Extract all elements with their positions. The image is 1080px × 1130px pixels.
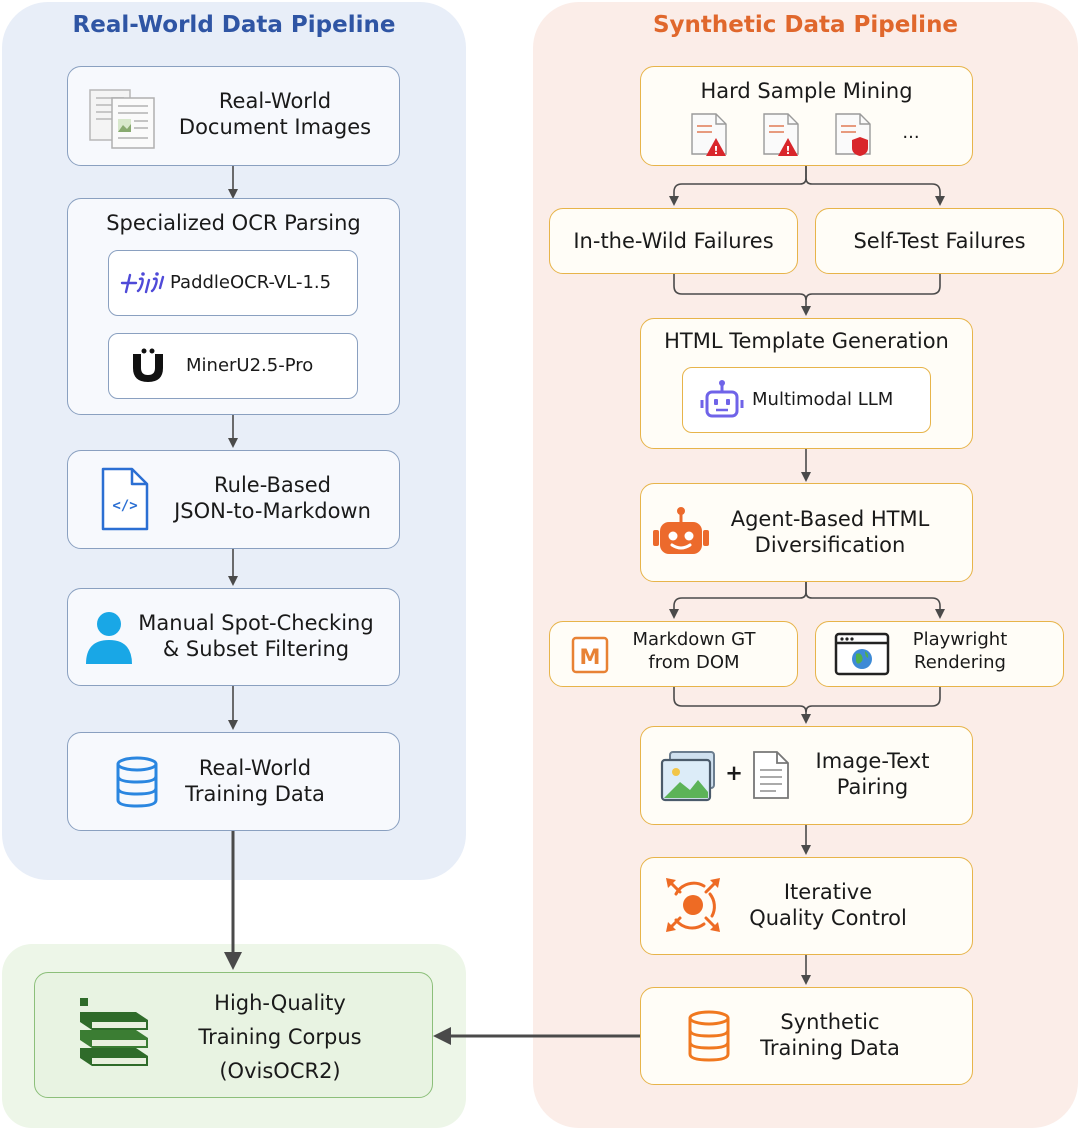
self-test-box [815, 208, 1064, 274]
mineru-box [108, 333, 358, 399]
doc-images-line1: Real-World [218, 89, 332, 113]
multimodal-llm-label: Multimodal LLM [752, 389, 894, 410]
ocr-parsing-title: Specialized OCR Parsing [106, 211, 361, 235]
document-stack-icon [89, 89, 155, 149]
json-md-line2: JSON-to-Markdown [174, 499, 371, 524]
ellipsis-text: ... [902, 122, 920, 143]
svg-text:!: ! [713, 144, 718, 157]
agent-line2: Diversification [754, 533, 906, 558]
manual-line2: & Subset Filtering [162, 637, 350, 662]
markdown-gt-line1: Markdown GT [632, 629, 756, 650]
text-doc-icon [753, 751, 789, 799]
paddleocr-logo-icon [120, 272, 165, 294]
playwright-line2: Rendering [914, 651, 1006, 673]
agent-line1: Agent-Based HTML [730, 507, 930, 531]
real-training-line1: Real-World [198, 756, 312, 780]
corpus-line2: Training Corpus [198, 1025, 362, 1050]
playwright-line1: Playwright [912, 629, 1008, 650]
quality-line2: Quality Control [749, 906, 907, 931]
corpus-line3: (OvisOCR2) [219, 1059, 341, 1084]
multimodal-llm-box [682, 367, 931, 433]
quality-control-icon [666, 878, 720, 932]
manual-check-box [67, 588, 400, 686]
mineru-label: MinerU2.5-Pro [186, 355, 314, 376]
database-icon [116, 756, 158, 808]
paddleocr-label: PaddleOCR-VL-1.5 [170, 272, 332, 293]
books-icon [80, 998, 148, 1066]
quality-line1: Iterative [783, 880, 873, 904]
synthetic-training-line1: Synthetic [780, 1010, 880, 1034]
robot-icon [700, 380, 744, 418]
synthetic-training-line2: Training Data [760, 1036, 900, 1061]
html-template-title: HTML Template Generation [664, 329, 949, 353]
svg-text:M: M [580, 645, 601, 669]
manual-line1: Manual Spot-Checking [138, 611, 374, 635]
code-file-icon: </> [101, 467, 149, 531]
self-test-label: Self-Test Failures [853, 229, 1026, 253]
json-md-line1: Rule-Based [213, 473, 331, 497]
svg-text:!: ! [785, 144, 790, 157]
hard-sample-title: Hard Sample Mining [700, 79, 913, 103]
failed-docs-icons: ! ! [691, 113, 871, 157]
user-icon [86, 612, 132, 664]
corpus-line1: High-Quality [214, 991, 346, 1015]
markdown-gt-line2: from DOM [648, 651, 740, 673]
browser-globe-icon [834, 632, 890, 676]
paddleocr-box [108, 250, 358, 316]
in-the-wild-label: In-the-Wild Failures [573, 229, 774, 253]
doc-images-line2: Document Images [178, 115, 372, 140]
mineru-logo-icon [133, 348, 163, 382]
pairing-line2: Pairing [836, 775, 909, 800]
plus-sign: + [725, 761, 743, 785]
agent-robot-icon [653, 507, 709, 554]
pairing-line1: Image-Text [815, 749, 930, 773]
in-the-wild-box [549, 208, 798, 274]
markdown-icon: M [571, 636, 609, 674]
synthetic-database-icon [688, 1010, 730, 1062]
synthetic-title: Synthetic Data Pipeline [652, 12, 959, 38]
real-training-line2: Training Data [185, 782, 325, 807]
image-icon [660, 751, 715, 802]
real-world-title: Real-World Data Pipeline [72, 12, 396, 38]
svg-text:</>: </> [112, 498, 137, 514]
